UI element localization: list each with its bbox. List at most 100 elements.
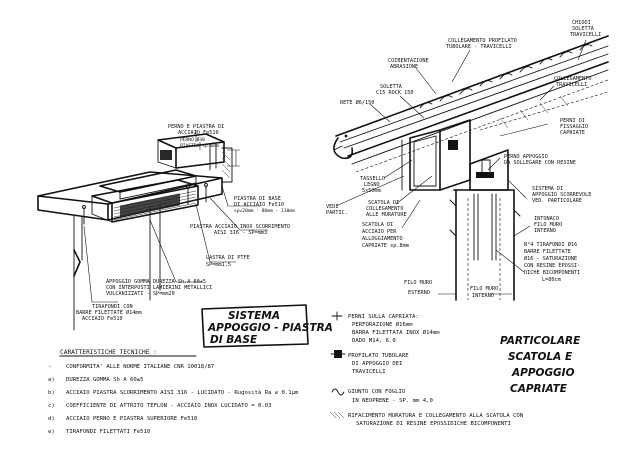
char-marker-3: c) xyxy=(48,403,55,409)
label-scatola-top-2: COLLEGAMENTO xyxy=(366,206,403,212)
char-item-2: ACCIAIO PIASTRA SCORRIMENTO AISI 316 - L… xyxy=(66,389,299,396)
label-piastra-inox-2: AISI 316 - SP=mm3 xyxy=(214,230,267,236)
characteristics-list: CARATTERISTICHE TECNICHE : - CONFORMITA'… xyxy=(48,349,299,435)
legend-giunto-1: GIUNTO CON FOGLIO xyxy=(348,389,406,395)
label-intonaco-1: INTONACO xyxy=(534,216,559,222)
label-lastra-1: LASTRA DI PTFE xyxy=(206,255,250,261)
legend-prof-1: PROFILATO TUBOLARE xyxy=(348,353,409,359)
label-tirafondi-r-1: N°4 TIRAFONDI Ø16 xyxy=(524,241,577,248)
label-perni-fiss-1: PERNI DI xyxy=(560,118,585,124)
label-intonaco-2: FILO MURO xyxy=(534,222,562,228)
label-lastra-2: SP=mm1,5 xyxy=(206,262,231,268)
legend-symbol-profilato xyxy=(330,350,346,358)
label-coll-trav-1: COLLEGAMENTO xyxy=(554,76,591,82)
label-scatola-1: SCATOLA DI xyxy=(362,222,393,228)
label-perno-1: PERNO E PIASTRA DI xyxy=(168,124,224,130)
title-sistema-line2: APPOGGIO - PIASTRA xyxy=(207,322,333,334)
label-tirafondi-r-2: BARRE FILETTATE xyxy=(524,249,571,255)
label-sistema-2: APPOGGIO SCORREVOLE xyxy=(532,192,591,198)
label-filo-est-1: FILO MURO xyxy=(404,280,432,286)
label-coll-1: COLLEGAMENTO PROFILATO xyxy=(448,38,517,44)
label-tirafondi-r-5: DICHE BICOMPONENTI xyxy=(524,270,580,276)
legend-perni-3: BARRA FILETTATA INOX Ø14mm xyxy=(352,329,440,336)
label-tirafondi-r-4: CON RESINE EPOSSI- xyxy=(524,263,580,269)
legend-rifac-2: SATURAZIONE DI RESINE EPOSSIDICHE BICOMP… xyxy=(356,421,511,427)
roof-truss-section xyxy=(333,35,609,301)
legend-perni-1: PERNI SULLA CAPRIATA: xyxy=(348,314,419,320)
title-sistema-line3: DI BASE xyxy=(210,334,258,346)
label-chiodi-1: CHIODI xyxy=(572,20,591,26)
label-tirafondi-1: TIRAFONDI CON xyxy=(92,304,133,310)
label-tirafondi-r-3: Ø16 - SATURAZIONE xyxy=(524,255,577,262)
title-box-sistema: SISTEMA APPOGGIO - PIASTRA DI BASE xyxy=(201,304,333,348)
title-particolare-line1: PARTICOLARE xyxy=(500,335,581,347)
label-piastra-inox-1: PIASTRA ACCIAIO INOX SCORRIMENTO xyxy=(190,224,290,230)
label-coib-1: COIBENTAZIONE xyxy=(388,58,429,64)
label-vedi-1: VEDI xyxy=(326,204,339,210)
legend-symbol-rifac xyxy=(329,411,345,419)
title-particolare-line3: APPOGGIO xyxy=(511,367,575,379)
label-tassello-3: 5x50mm xyxy=(362,188,381,194)
characteristics-heading: CARATTERISTICHE TECNICHE : xyxy=(60,349,157,356)
label-rete: RETE Ø6/150 xyxy=(340,99,374,106)
label-soletta-1: SOLETTA xyxy=(380,84,403,90)
label-scatola-4: CAPRIATE sp.8mm xyxy=(362,243,409,249)
label-tirafondi-2: BARRE FILETTATE Ø14mm xyxy=(76,309,142,316)
label-perno-4: PIASTRA sp.6mm xyxy=(180,143,219,149)
label-perni-fiss-2: FISSAGGIO xyxy=(560,124,588,130)
label-perno-app-2: DA SOLLEGARE CON RESINE xyxy=(504,160,576,166)
label-tirafondi-r-6: L=80cm xyxy=(542,277,561,283)
label-tassello-1: TASSELLO xyxy=(360,176,385,182)
title-particolare-line2: SCATOLA E xyxy=(508,351,573,363)
label-scatola-top-1: SCATOLA DI xyxy=(368,200,399,206)
label-intonaco-3: INTERNO xyxy=(534,228,556,234)
legend-giunto-2: IN NEOPRENE - SP. mm 4,0 xyxy=(352,398,433,404)
label-filo-int-2: INTERNO xyxy=(472,293,494,299)
right-callouts: CHIODI SOLETTA TRAVICELLI COLLEGAMENTO P… xyxy=(326,20,601,299)
label-appoggio-1: APPOGGIO GOMMA DUREZZA Sh.A 60±5 xyxy=(106,279,206,285)
label-sistema-3: VED. PARTICOLARE xyxy=(532,198,582,204)
legend-prof-2: DI APPOGGIO DEI xyxy=(352,361,403,367)
label-perno-2: ACCIAIO Fe510 xyxy=(178,130,219,136)
legend-prof-3: TRAVICELLI xyxy=(352,369,386,375)
char-item-3: COEFFICIENTE DI ATTRITO TEFLON - ACCIAIO… xyxy=(66,403,271,409)
label-perno-app-1: PERNO APPOGGIO xyxy=(504,154,548,160)
label-scatola-2: ACCIAIO PER xyxy=(362,229,397,235)
label-filo-est-2: ESTERNO xyxy=(408,290,430,296)
title-sistema-line1: SISTEMA xyxy=(228,310,280,322)
legend-rifac-1: RIFACIMENTO MURATURA E COLLEGAMENTO ALLA… xyxy=(348,413,523,419)
char-marker-2: b) xyxy=(48,390,55,396)
label-coll-trav-2: TRAVICELLI xyxy=(556,82,587,88)
label-piastra-base-2: DI ACCIAIO Fe510 xyxy=(234,202,284,208)
title-block-particolare: PARTICOLARE SCATOLA E APPOGGIO CAPRIATE xyxy=(500,335,581,395)
label-soletta-2: C15 ROCK 150 xyxy=(376,90,413,96)
legend-perni-2: PERFORAZIONE Ø16mm xyxy=(352,321,413,328)
label-scatola-top-3: ALLE MURATURE xyxy=(366,212,407,218)
char-item-1: DUREZZA GOMMA Sh A 60±5 xyxy=(66,377,143,383)
legend-symbol-giunto xyxy=(331,388,345,396)
char-marker-0: - xyxy=(48,364,51,370)
label-piastra-base-1: PIASTRA DI BASE xyxy=(234,196,281,202)
legend-perni-4: DADO M14, 6.0 xyxy=(352,338,396,344)
label-coib-2: ABRASIONE xyxy=(390,64,418,70)
label-perni-fiss-3: CAPRIATE xyxy=(560,130,585,136)
label-coll-2: TUBOLARE - TRAVICELLI xyxy=(446,44,512,50)
char-marker-4: d) xyxy=(48,416,55,422)
label-sistema-1: SISTEMA DI xyxy=(532,186,563,192)
legend-symbol-perni xyxy=(331,311,343,321)
label-scatola-3: ALLOGGIAMENTO xyxy=(362,236,403,242)
char-marker-1: a) xyxy=(48,377,55,383)
label-piastra-base-3: sp=20mm - 80mm - 110mm xyxy=(234,208,295,214)
title-particolare-line4: CAPRIATE xyxy=(510,383,568,395)
char-item-0: CONFORMITA' ALLE NORME ITALIANE CNR 1001… xyxy=(66,364,214,370)
label-appoggio-2: CON INTERPOSTI LAMIERINI METALLICI xyxy=(106,285,212,291)
left-callouts: PERNO E PIASTRA DI ACCIAIO Fe510 PERNO Ø… xyxy=(76,124,295,322)
label-filo-int-1: FILO MURO xyxy=(470,286,498,292)
char-marker-5: e) xyxy=(48,429,55,435)
char-item-5: TIRAFONDI FILETTATI Fe510 xyxy=(66,429,150,435)
label-vedi-2: PARTIC. xyxy=(326,210,348,216)
legend-right: PERNI SULLA CAPRIATA: PERFORAZIONE Ø16mm… xyxy=(329,311,523,427)
label-tirafondi-3: ACCIAIO Fe510 xyxy=(82,316,123,322)
char-item-4: ACCIAIO PERNO E PIASTRA SUPERIORE Fe510 xyxy=(66,416,197,422)
